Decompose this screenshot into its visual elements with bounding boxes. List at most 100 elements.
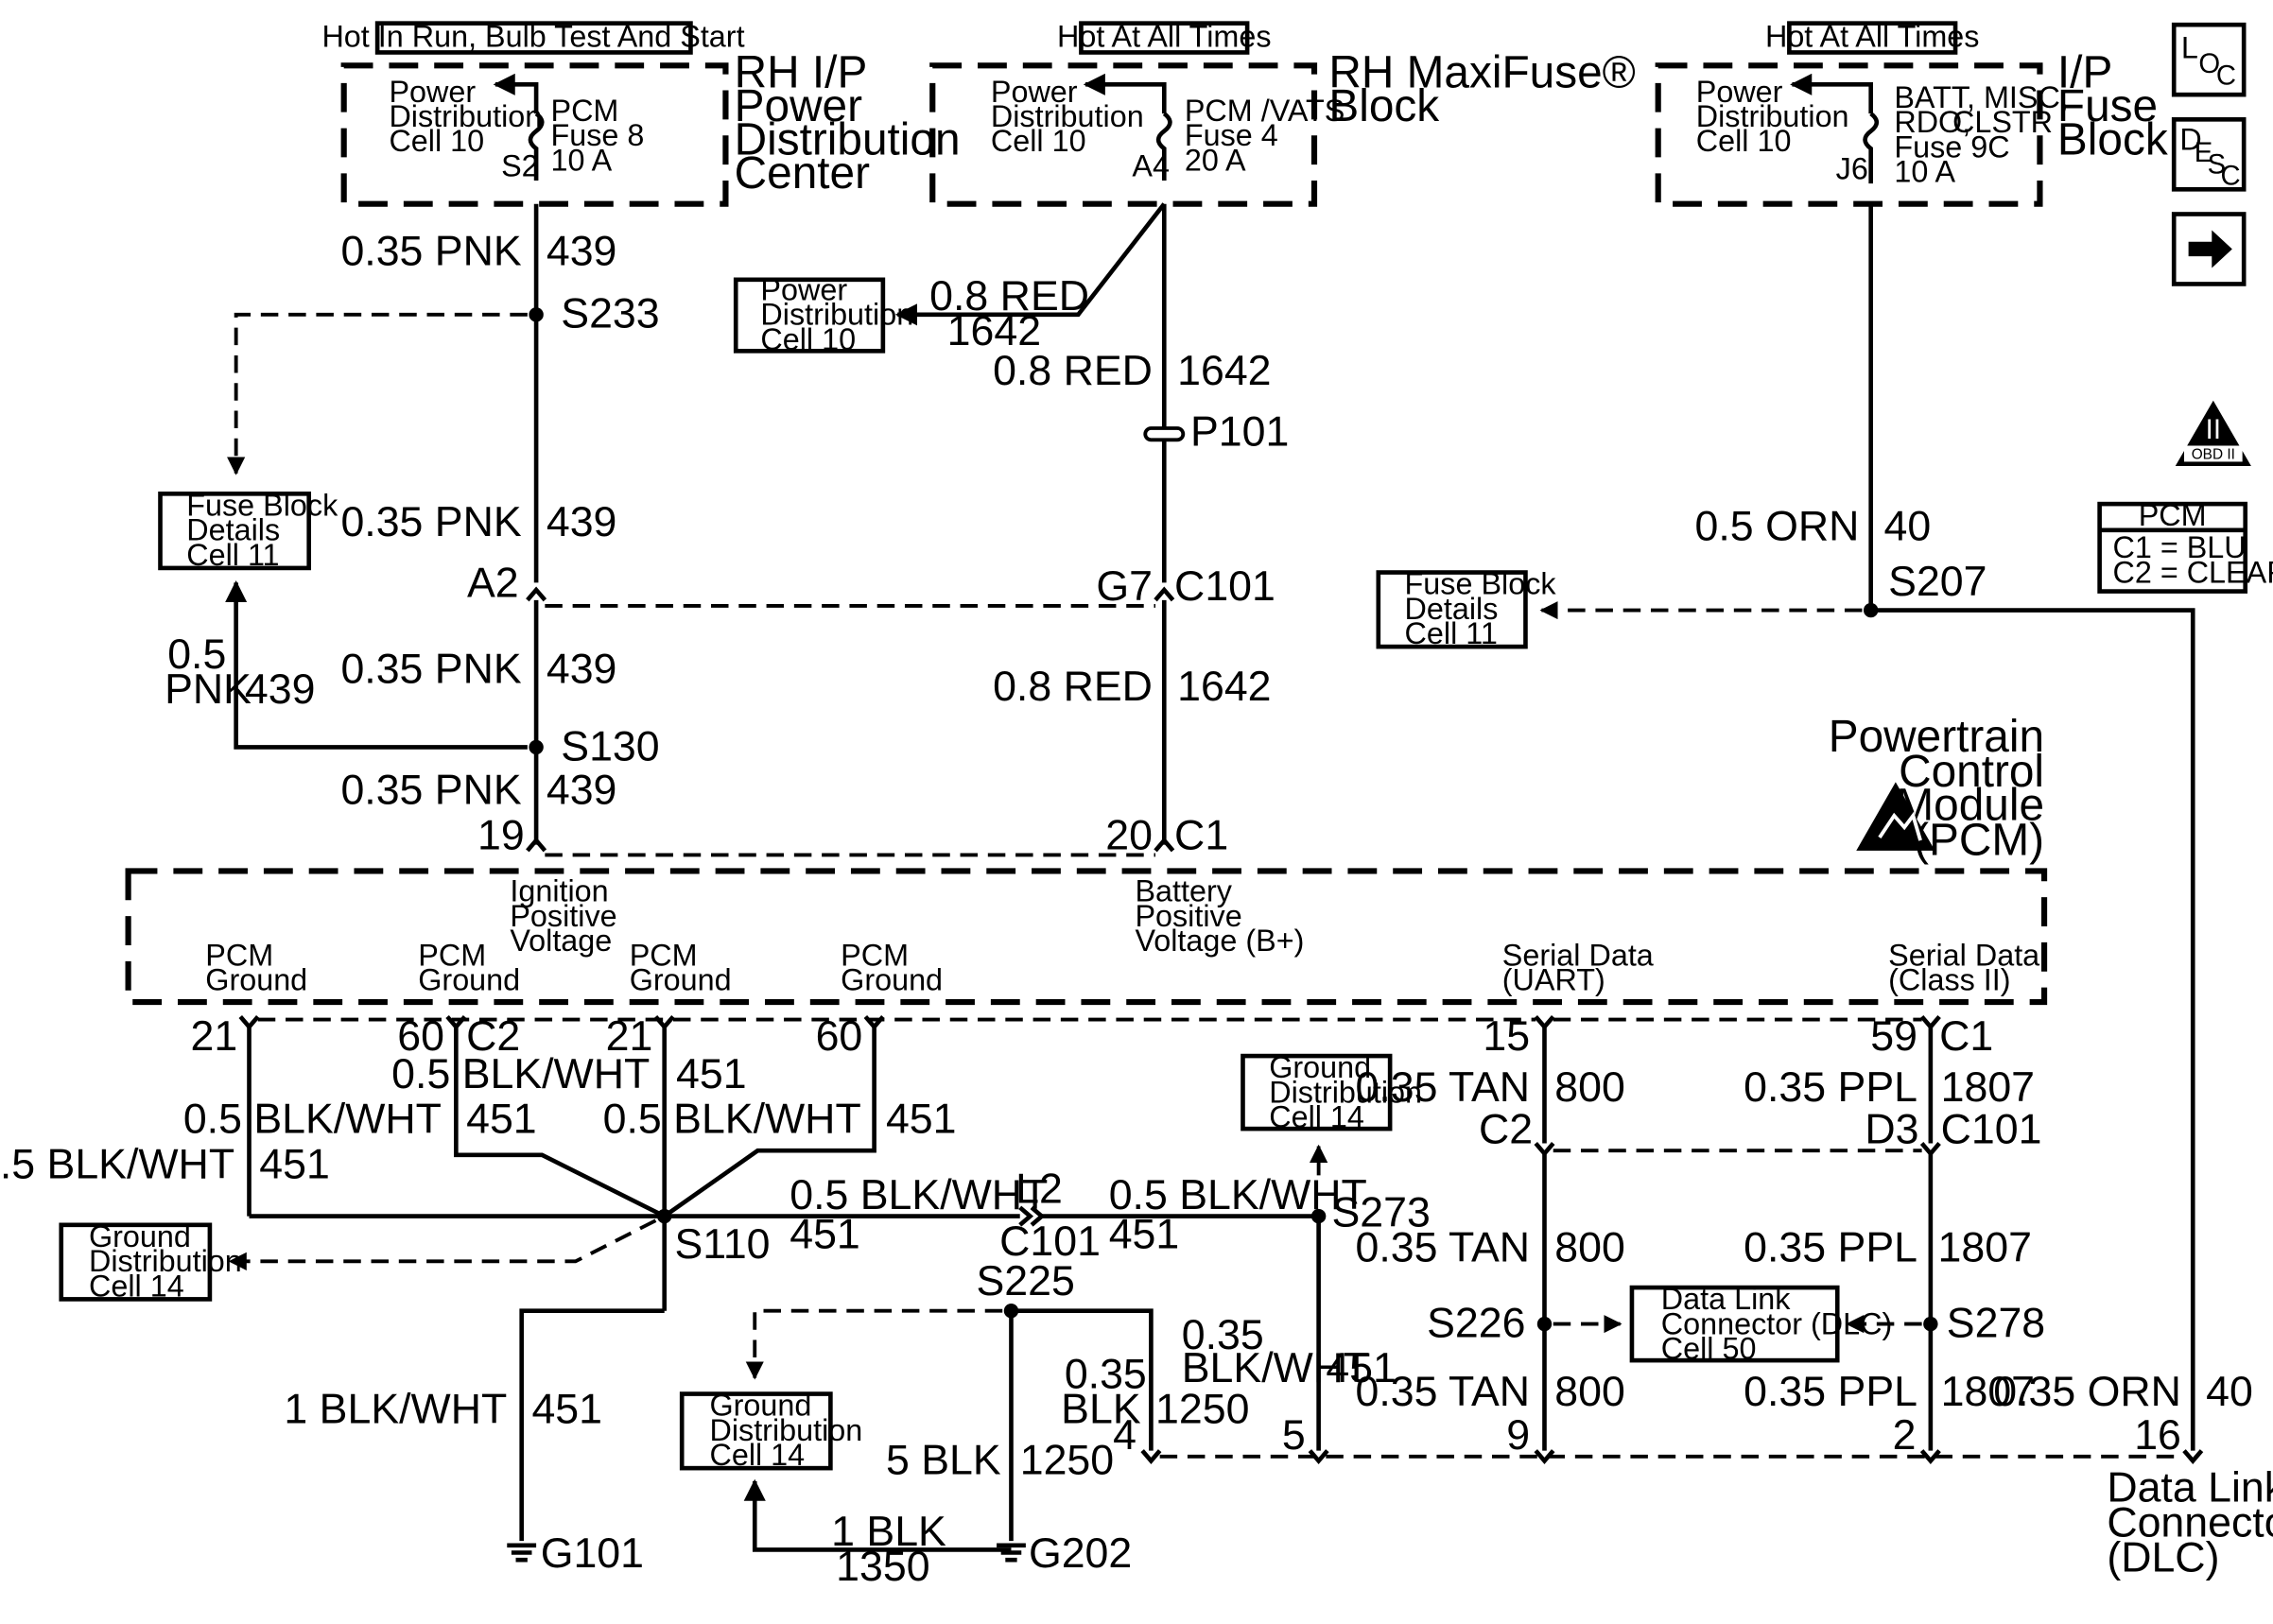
esd-warning-icon [1856,782,1935,851]
desc-button[interactable]: D E S C [2171,117,2247,192]
loc-button[interactable]: L O C [2171,22,2247,97]
ipfb-fuse-1: BATT, MISC, [1894,80,2069,114]
fb-left-3: Cell 11 [186,538,279,572]
connector-c2-label: C2 [1479,1107,1533,1153]
ground-distribution-ref-box-center[interactable]: Ground Distribution Cell 14 [1241,1050,1422,1134]
wire-1350-label: 1 BLK [831,1509,946,1555]
ground-distribution-ref-box-bottom[interactable]: Ground Distribution Cell 14 [679,1389,862,1472]
rh-ip-ref-2: Distribution [389,99,542,133]
ipfb-fuse-2: CLSTR [1952,105,2053,139]
maxi-feed-arrow [1083,73,1167,114]
wire-1807-num-1: 1807 [1941,1064,2035,1111]
desc-icon-d: D [2179,123,2201,157]
gd-bottom-1: Ground [709,1389,811,1423]
pcm-connector-legend: PCM C1 = BLU C2 = CLEAR [2097,498,2273,594]
splice-s207 [1863,602,1879,618]
pcm-pin-21-c2a: 21 [190,1013,237,1060]
pcm-ign-3: Voltage [510,924,612,958]
dlc-pin-5: 5 [1282,1412,1306,1459]
pcm-gnd-4b: Ground [841,963,943,997]
fb-left-2: Details [186,513,280,547]
wire-439-num-1: 439 [547,228,617,274]
wire-451-label-1: 0.5 BLK/WHT [391,1051,650,1097]
desc-icon-s: S [2208,149,2227,180]
rh-ip-fuse-2: Fuse 8 [551,118,645,152]
circuit-451-ground: G101 21 60 C2 21 60 0.5 BLK/WHT 451 0.5 … [0,1013,1431,1577]
splice-s130 [529,739,544,755]
pcm-bat-3: Voltage (B+) [1135,924,1304,958]
maxi-title-1: RH MaxiFuse® [1328,47,1635,97]
connector-p101 [1143,426,1186,442]
wire-40-num-2: 40 [2206,1369,2253,1415]
dlc-ref-1: Data Link [1661,1282,1791,1316]
desc-icon-c: C [2221,162,2241,192]
wire-439-branch-num: 439 [245,666,316,713]
pcm-vats-fuse-4-symbol [1155,112,1172,181]
gd-bottom-3: Cell 14 [709,1438,805,1472]
wire-439-label-2: 0.35 PNK [340,499,521,545]
wire-40-label: 0.5 ORN [1695,504,1860,550]
pcm-title-3: Module [1896,780,2044,830]
pcm-ign-1: Ignition [510,874,608,908]
rh-ip-title-3: Distribution [735,114,961,164]
wire-1642-num-1: 1642 [1177,348,1271,394]
wire-439-num-2: 439 [547,499,617,545]
pcm-legend-c1: C1 = BLU [2112,530,2246,564]
wire-1642-label-2: 0.8 RED [993,664,1153,710]
fuse-block-details-right[interactable]: Fuse Block Details Cell 11 [1376,567,1557,650]
arrow-right-icon [2188,230,2232,268]
pcm-uart-2: (UART) [1502,963,1605,997]
dlc-pin-9: 9 [1506,1412,1530,1459]
wire-800-label-2: 0.35 TAN [1355,1224,1530,1270]
dlc-pin-4: 4 [1113,1412,1136,1459]
gd-left-3: Cell 14 [89,1269,184,1303]
ipfb-fuse-4: Fuse 9C [1894,130,2009,164]
dlc-ref-box[interactable]: Data Link Connector (DLC) Cell 50 [1629,1282,1892,1366]
wire-1642-num-2: 1642 [1177,664,1271,710]
pcm-gnd-2a: PCM [418,939,486,973]
hot-in-run-label: Hot In Run, Bulb Test And Start [321,19,744,53]
splice-s278 [1923,1316,1938,1332]
wire-439-num-4: 439 [547,768,617,814]
wire-451-color-8: BLK/WHT [1182,1345,1370,1391]
splice-s278-label: S278 [1947,1300,2045,1346]
connector-c1-pin19-symbol [526,837,547,853]
ipfb-feed-arrow [1790,73,1873,114]
hot-all-times-label-1: Hot At All Times [1057,19,1272,53]
fuse-block-details-left[interactable]: Fuse Block Details Cell 11 [158,488,339,572]
pcm-c1-label: C1 [1174,812,1228,858]
ipfb-ref-2: Distribution [1696,99,1849,133]
connector-c101-label: C101 [1174,563,1275,610]
wire-451-num-5: 451 [789,1211,860,1257]
rh-ip-title-4: Center [735,148,870,199]
wire-800-label-1: 0.35 TAN [1355,1064,1530,1111]
splice-s233 [529,307,544,322]
dlc-title-1: Data Link [2107,1465,2273,1512]
pcm-gnd-4a: PCM [841,939,909,973]
gd-center-1: Ground [1269,1050,1371,1084]
pcm-pin-59: 59 [1870,1013,1917,1060]
wire-439-branch-color: PNK [165,666,252,713]
ground-distribution-ref-box-left[interactable]: Ground Distribution Cell 14 [59,1219,242,1303]
pd-ref-3: Cell 10 [760,322,856,356]
maxi-fuse-1: PCM /VATS [1185,94,1345,128]
rh-ip-term: S2 [501,148,539,182]
wire-451-num-8: 451 [1326,1345,1397,1391]
maxi-ref-2: Distribution [991,99,1144,133]
wire-800-num-1: 800 [1554,1064,1625,1111]
rh-ip-fuse-3: 10 A [551,143,613,177]
rh-ip-fuse-1: PCM [551,94,619,128]
ip-fuse-block: Hot At All Times I/P Fuse Block Power Di… [1655,19,2168,207]
pcm-pin-60-b: 60 [816,1013,863,1060]
wire-1250-num: 1250 [1155,1386,1249,1432]
gd-center-3: Cell 14 [1269,1100,1364,1134]
next-page-button[interactable] [2171,212,2247,286]
pcm-bat-1: Battery [1135,874,1232,908]
hot-all-times-box-2 [1787,21,1958,55]
wire-451-label-7: 1 BLK/WHT [284,1386,507,1432]
wire-439-label-3: 0.35 PNK [340,647,521,693]
wire-451-label-4: 0.5 BLK/WHT [0,1142,234,1188]
pd-ref-2: Distribution [760,298,913,332]
circuit-439-ignition: 0.35 PNK 439 S233 0.35 PNK 439 A2 0.35 P… [165,203,660,858]
power-distribution-ref-box[interactable]: Power Distribution Cell 10 [733,272,913,356]
